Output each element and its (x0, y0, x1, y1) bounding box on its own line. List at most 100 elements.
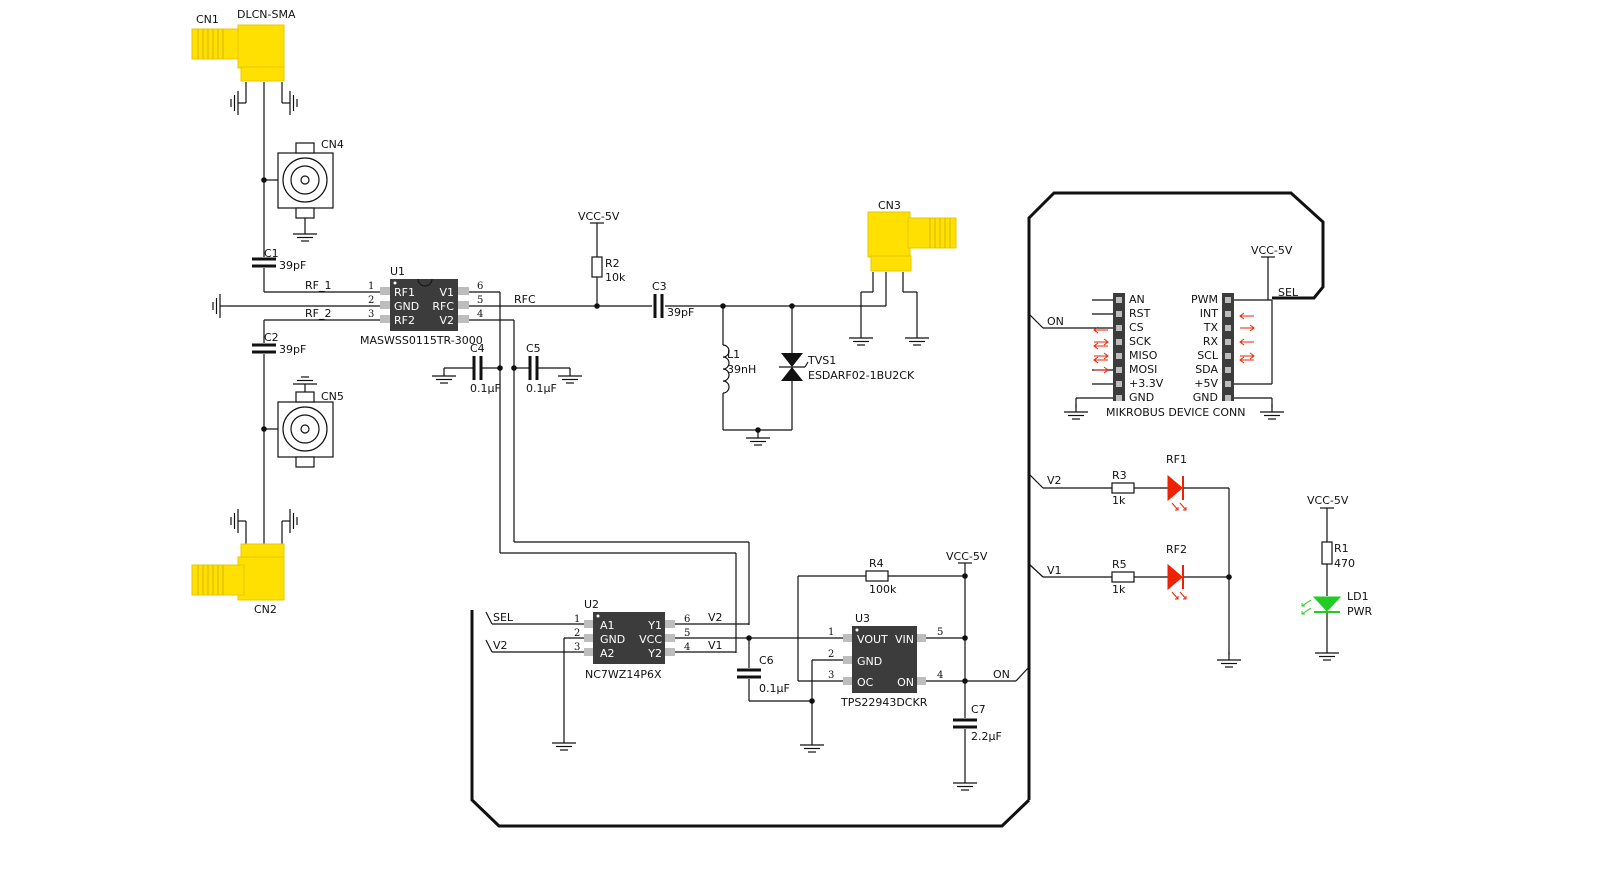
u2-pin4-num: 4 (684, 642, 690, 653)
u2-pin-gnd: GND (600, 633, 625, 646)
u1-pin3-num: 3 (368, 309, 374, 320)
u3-part: TPS22943DCKR (840, 696, 928, 709)
u3-pin3-num: 3 (828, 670, 834, 681)
tvs1-label: TVS1 (807, 354, 836, 367)
u1-part: MASWSS0115TR-3000 (360, 334, 483, 347)
mb-left-mosi: MOSI (1129, 363, 1157, 376)
c7-capacitor (953, 718, 977, 729)
c3-value: 39pF (667, 306, 694, 319)
mikrobus-title: MIKROBUS DEVICE CONN (1106, 406, 1245, 419)
cn2-label: CN2 (254, 603, 277, 616)
u2-pin2-num: 2 (574, 628, 580, 639)
l1-label: L1 (727, 348, 740, 361)
ld1-pwr-led (1301, 596, 1342, 615)
u2-pin-a1: A1 (600, 619, 615, 632)
c1-capacitor (252, 257, 276, 268)
mb-right-int: INT (1200, 307, 1218, 320)
c6-value: 0.1µF (759, 682, 790, 695)
u3-pin4-num: 4 (937, 670, 943, 681)
u1-pin4-num: 4 (477, 309, 483, 320)
u1-pin-rfc: RFC (432, 300, 454, 313)
r5-resistor (1111, 571, 1135, 583)
mb-right-tx: TX (1203, 321, 1219, 334)
u3-pin5-num: 5 (937, 627, 943, 638)
c6-capacitor (737, 668, 761, 679)
ld1-label: LD1 (1347, 590, 1369, 603)
u1-pin-v2: V2 (439, 314, 454, 327)
u3-pin2-num: 2 (828, 649, 834, 660)
ld1-value: PWR (1347, 605, 1373, 618)
u2-v1-out-net: V1 (708, 639, 723, 652)
mb-on-net: ON (1047, 315, 1064, 328)
u3-pin-vin: VIN (895, 633, 914, 646)
r2-label: R2 (605, 257, 620, 270)
mb-left-33v: +3.3V (1129, 377, 1164, 390)
u3-pin-gnd: GND (857, 655, 882, 668)
r1-label: R1 (1334, 542, 1349, 555)
mikrobus-header-right (1222, 293, 1234, 401)
c2-label: C2 (264, 331, 279, 344)
c7-value: 2.2µF (971, 730, 1002, 743)
c5-value: 0.1µF (526, 382, 557, 395)
u1-pin5-num: 5 (477, 295, 483, 306)
u2-pin5-num: 5 (684, 628, 690, 639)
led-v2-net: V2 (1047, 474, 1062, 487)
u2-pin-vcc: VCC (639, 633, 662, 646)
c3-label: C3 (652, 280, 667, 293)
rf1-led (1167, 474, 1187, 511)
u1-pin-rf1: RF1 (394, 286, 415, 299)
u3-pin-vout: VOUT (857, 633, 888, 646)
u3-load-switch: VOUT GND OC VIN ON (843, 626, 926, 693)
c3-capacitor (653, 294, 664, 318)
u1-pin6-num: 6 (477, 281, 483, 292)
cn3-sma-connector (867, 211, 957, 272)
l1-inductor (722, 344, 730, 394)
mb-right-scl: SCL (1197, 349, 1219, 362)
net-rfc-label: RFC (514, 293, 536, 306)
cn1-sma-connector (191, 24, 285, 82)
mb-left-gnd: GND (1129, 391, 1154, 404)
u2-inverter: A1 GND A2 Y1 VCC Y2 (584, 612, 675, 664)
rf2-led (1167, 563, 1187, 600)
c5-capacitor (528, 356, 539, 380)
u1-pin-rf2: RF2 (394, 314, 415, 327)
r2-resistor (591, 256, 603, 278)
mb-right-sda: SDA (1195, 363, 1218, 376)
rf2-label: RF2 (1166, 543, 1187, 556)
mb-vcc-label: VCC-5V (1251, 244, 1293, 257)
u2-v2-in-net: V2 (493, 639, 508, 652)
u2-part: NC7WZ14P6X (585, 668, 662, 681)
mb-right-pwm: PWM (1191, 293, 1218, 306)
c7-label: C7 (971, 703, 986, 716)
c6-label: C6 (759, 654, 774, 667)
u2-pin-y1: Y1 (647, 619, 662, 632)
mb-right-arrows (1239, 312, 1255, 364)
u2-v2-out-net: V2 (708, 611, 723, 624)
u2-pin1-num: 1 (574, 614, 580, 625)
mb-right-rx: RX (1203, 335, 1219, 348)
u3-on-net: ON (993, 668, 1010, 681)
u1-pin2-num: 2 (368, 295, 374, 306)
mikrobus-header-left (1113, 293, 1125, 401)
cn1-label: CN1 (196, 13, 219, 26)
r1-resistor (1321, 541, 1333, 565)
r4-label: R4 (869, 557, 884, 570)
c4-value: 0.1µF (470, 382, 501, 395)
u3-vcc-label: VCC-5V (946, 550, 988, 563)
c5-label: C5 (526, 342, 541, 355)
mb-left-arrows (1093, 326, 1109, 374)
u2-ref: U2 (584, 598, 599, 611)
r2-value: 10k (605, 271, 626, 284)
cn1-type-label: DLCN-SMA (237, 8, 296, 21)
ld1-vcc-label: VCC-5V (1307, 494, 1349, 507)
mb-right-5v: +5V (1194, 377, 1218, 390)
cn4-label: CN4 (321, 138, 344, 151)
l1-value: 39nH (727, 363, 756, 376)
r4-resistor (865, 570, 889, 582)
tvs1-part: ESDARF02-1BU2CK (808, 369, 915, 382)
c4-label: C4 (470, 342, 485, 355)
u1-pin-v1: V1 (439, 286, 454, 299)
r3-label: R3 (1112, 469, 1127, 482)
r5-label: R5 (1112, 558, 1127, 571)
